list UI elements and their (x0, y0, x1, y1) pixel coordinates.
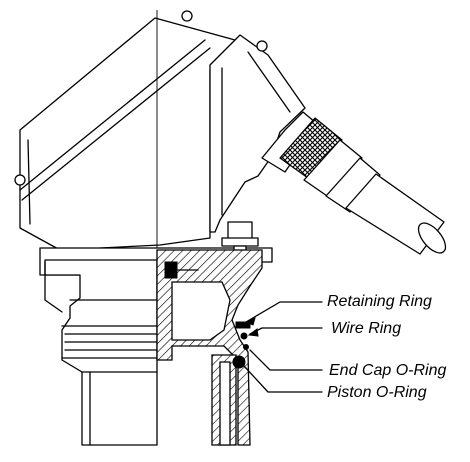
retaining-ring-label: Retaining Ring (327, 293, 432, 310)
sensor-body (44, 259, 158, 446)
transmitter-housing (14, 10, 239, 251)
leader-end-cap-o-ring (249, 349, 323, 371)
piston-o-ring-label: Piston O-Ring (327, 384, 427, 401)
cable-connector (261, 111, 447, 255)
cutaway-section (156, 249, 263, 446)
cable-entry-housing (209, 34, 306, 233)
end-cap-o-ring-label: End Cap O-Ring (329, 362, 446, 379)
wire-ring-label: Wire Ring (331, 320, 401, 337)
leader-wire-ring (249, 327, 323, 335)
leader-lines (243, 301, 323, 393)
leader-piston-o-ring (243, 365, 323, 393)
leader-retaining-ring (245, 301, 323, 323)
